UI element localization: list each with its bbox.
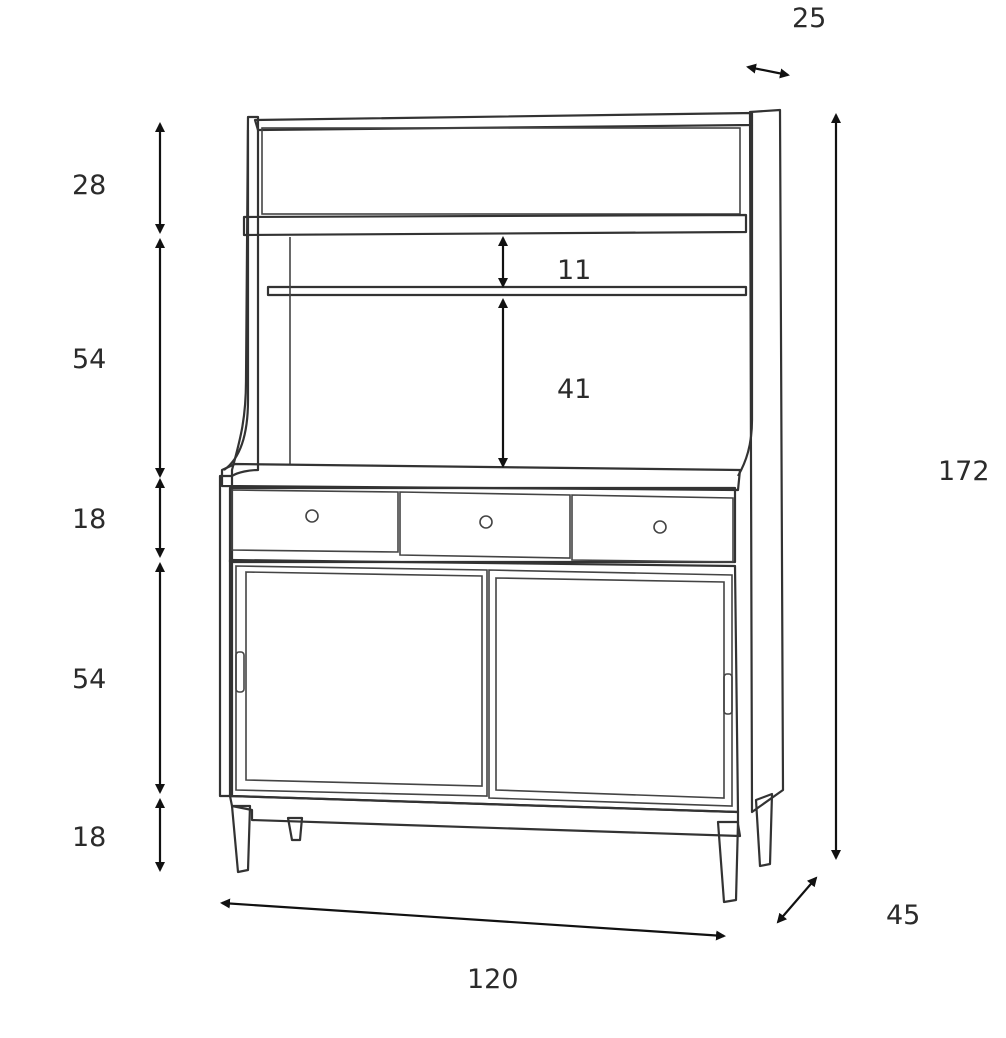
door-handle-right <box>723 673 733 715</box>
label-hutch-height: 54 <box>72 344 106 375</box>
drawer-knob-right <box>653 520 667 534</box>
upper-shelf <box>242 213 748 237</box>
drawer-knob-middle <box>479 515 493 529</box>
cabinet-frame <box>228 558 740 814</box>
label-total-height: 172 <box>938 456 990 487</box>
base-rail <box>228 794 742 838</box>
cabinet-drawing <box>218 108 785 904</box>
label-depth: 45 <box>886 900 920 931</box>
label-shelf-space: 41 <box>557 374 591 405</box>
drawer-right <box>571 494 734 563</box>
leg-front-left <box>230 804 252 874</box>
sliding-door-left-inner <box>245 571 483 787</box>
arrow-width <box>220 898 726 941</box>
sliding-door-right-inner <box>495 577 725 799</box>
thin-shelf <box>266 285 748 297</box>
leg-back-right <box>754 792 774 868</box>
label-top-height: 28 <box>72 170 106 201</box>
dimension-labels: 25 28 54 18 54 18 11 41 172 120 45 <box>72 3 990 995</box>
leg-front-right <box>716 820 740 904</box>
label-drawer-height: 18 <box>72 504 106 535</box>
drawer-knob-left <box>305 509 319 523</box>
counter-top <box>220 462 742 492</box>
dimension-arrows <box>155 63 841 941</box>
label-leg-height: 18 <box>72 822 106 853</box>
label-top-depth: 25 <box>792 3 826 34</box>
drawer-left <box>231 489 399 553</box>
right-side-panel <box>748 108 785 814</box>
hutch-top-back <box>261 127 741 215</box>
drawer-middle <box>399 491 571 559</box>
sliding-door-right <box>488 569 733 807</box>
door-handle-left <box>235 651 245 693</box>
label-shelf-gap: 11 <box>557 255 591 286</box>
arrow-top-depth <box>746 63 790 79</box>
sliding-door-left <box>235 565 488 797</box>
label-width: 120 <box>467 964 519 995</box>
left-side-panel <box>218 115 260 798</box>
label-cabinet-height: 54 <box>72 664 106 695</box>
arrow-depth <box>776 876 818 924</box>
leg-back-left <box>286 816 304 842</box>
